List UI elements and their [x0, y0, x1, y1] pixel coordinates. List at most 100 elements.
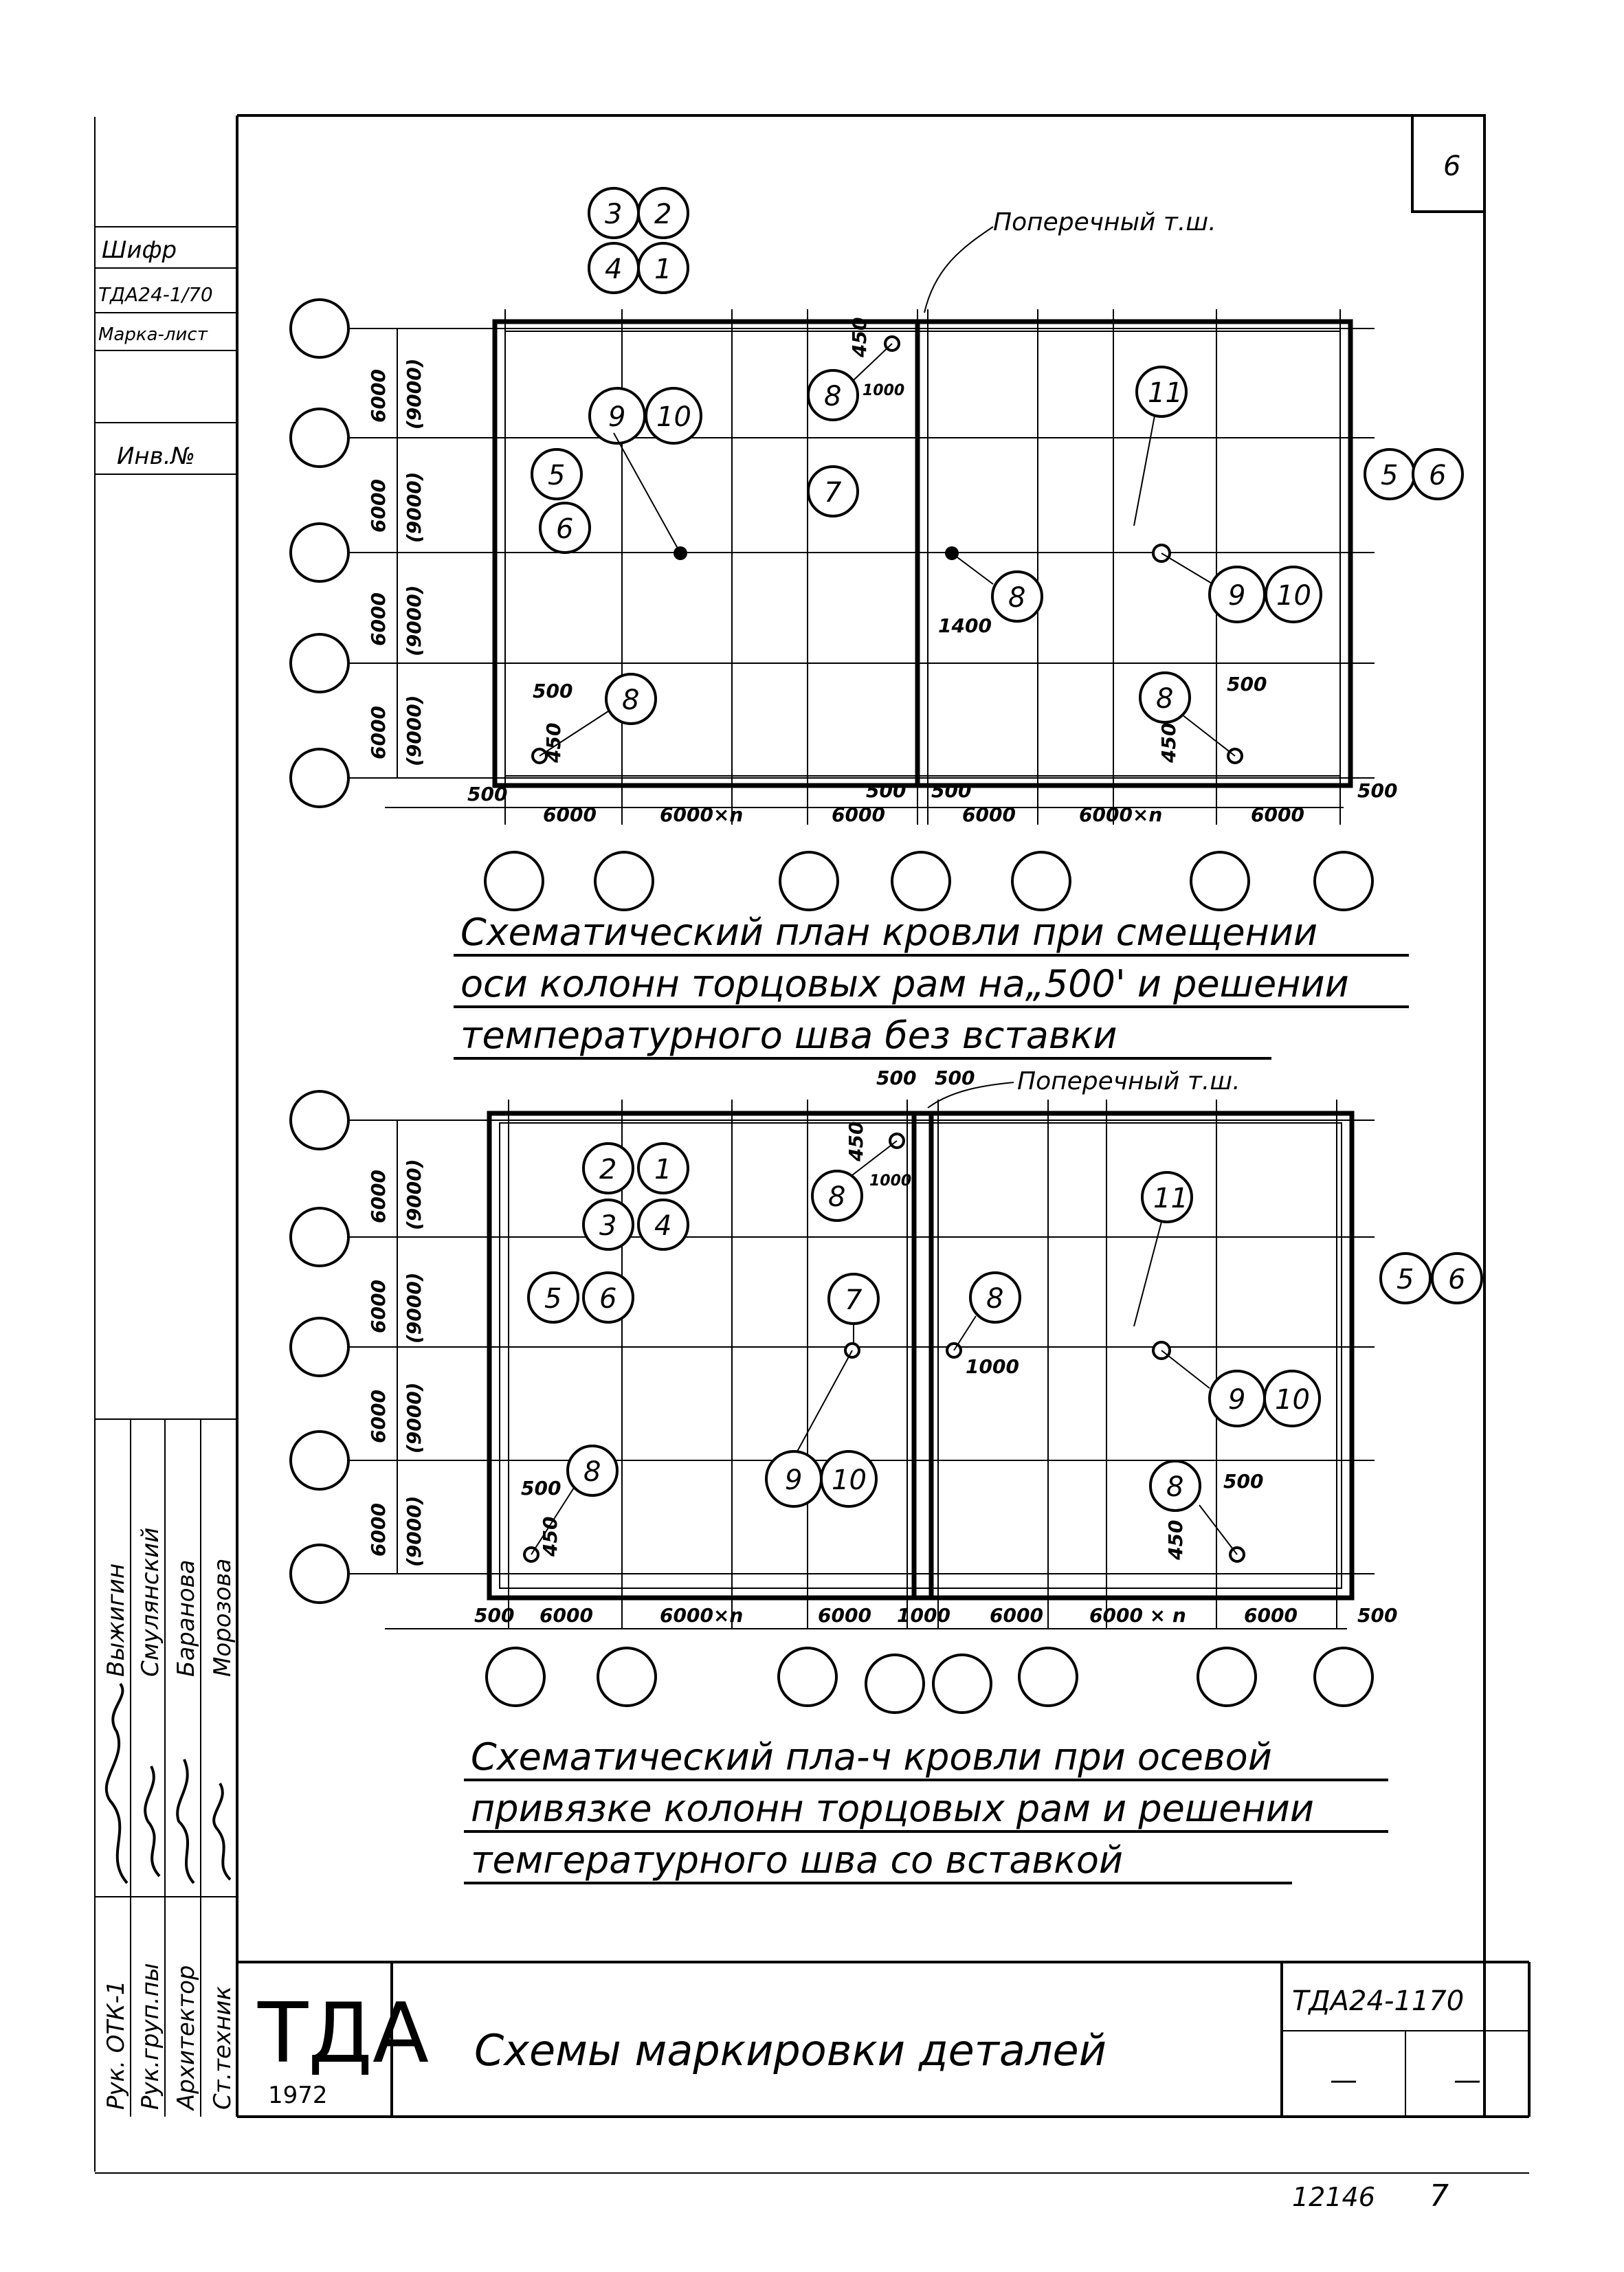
p1-offset-3: 1400	[938, 614, 992, 637]
p1-callout-3: 3	[605, 199, 622, 230]
p2-row-dim-3: 6000	[367, 1390, 390, 1443]
p2-caption-2: привязке колонн торцовых рам и решении	[471, 1787, 1314, 1830]
mark-sheet-label: Марка-лист	[98, 324, 208, 345]
p1-offset-5: 450	[542, 723, 565, 764]
p2-callout-10: 10	[832, 1464, 867, 1496]
p2-callout-6b: 6	[1448, 1264, 1465, 1295]
p1-joint-label: Поперечный т.ш.	[993, 208, 1216, 236]
p1-row-alt-2: (9000)	[403, 471, 425, 543]
p1-callout-5b: 5	[1381, 460, 1398, 491]
p2-row-dim-1: 6000	[367, 1170, 390, 1223]
p2-bottom-dim-7: 6000 × n	[1089, 1604, 1186, 1627]
p2-callout-4: 4	[654, 1210, 671, 1242]
role-3: Архитектор	[173, 1965, 200, 2111]
p1-callout-11: 11	[1148, 377, 1183, 409]
p1-callout-7: 7	[824, 477, 842, 509]
p2-bottom-dim-4: 6000	[818, 1604, 871, 1627]
p2-top-dim-1: 500	[876, 1067, 916, 1089]
p2-callout-6: 6	[599, 1283, 616, 1315]
sheet-frame: 6	[94, 114, 1529, 2174]
cipher-label: Шифр	[102, 236, 177, 264]
p2-offset-1: 450	[845, 1122, 867, 1162]
p2-callout-9: 9	[785, 1464, 802, 1496]
p1-callout-10: 10	[656, 401, 691, 433]
p1-offset-7: 450	[1157, 723, 1180, 764]
roof-plan-1: 6000 6000 6000 6000 (9000) (9000) (9000)…	[289, 187, 1464, 1060]
cipher-value: ТДА24-1/70	[98, 283, 213, 306]
sheet-number: 6	[1443, 151, 1460, 182]
left-strip: Шифр ТДА24-1/70 Марка-лист Инв.№	[95, 226, 237, 475]
p1-callout-1: 1	[654, 254, 671, 285]
sheet-code: ТДА24-1170	[1292, 1985, 1464, 2017]
p1-callout-6: 6	[556, 513, 573, 545]
p2-callout-10b: 10	[1275, 1384, 1310, 1416]
p2-callout-8c: 8	[583, 1456, 601, 1488]
p1-caption-2: оси колонн торцовых рам на„500' и решени…	[460, 962, 1349, 1005]
p2-bottom-dim-5: 1000	[897, 1604, 950, 1627]
p2-row-alt-1: (9000)	[403, 1159, 425, 1230]
name-2: Смулянский	[137, 1528, 164, 1677]
p1-callout-8b: 8	[1008, 582, 1025, 614]
p1-bottom-dim-4: 6000	[832, 803, 885, 826]
signature-1	[104, 1682, 129, 1884]
p2-callout-3: 3	[599, 1210, 616, 1242]
archive-number: 12146	[1292, 2182, 1375, 2212]
p2-callout-8a: 8	[828, 1181, 845, 1213]
p1-row-dim-3: 6000	[367, 592, 390, 646]
p2-callouts: 2 1 3 4 5 6 8 7 8 11 9 10 9 10 8 8 5 6	[527, 1142, 1483, 1512]
p2-caption-3: темгературного шва со вставкой	[471, 1838, 1123, 1882]
signature-4	[212, 1782, 232, 1881]
p1-offset-4: 500	[533, 680, 572, 702]
p2-bottom-dim-3: 6000×n	[660, 1604, 743, 1627]
p2-row-dim-4: 6000	[367, 1503, 390, 1557]
p2-offset-5: 450	[539, 1517, 561, 1557]
p2-callout-8b: 8	[986, 1283, 1003, 1315]
p1-offset-6: 500	[1227, 673, 1267, 695]
p2-bottom-dim-2: 6000	[540, 1604, 593, 1627]
sheet-number-box	[1411, 114, 1486, 213]
p1-callout-10b: 10	[1276, 580, 1311, 612]
p1-callout-2: 2	[654, 199, 671, 230]
p1-bottom-dim-7: 6000	[962, 803, 1016, 826]
title-year: 1972	[268, 2082, 328, 2109]
p1-row-alt-3: (9000)	[403, 585, 425, 656]
page-number: 7	[1430, 2179, 1449, 2214]
p1-bottom-dim-2: 6000	[543, 803, 597, 826]
p1-bottom-dim-10: 500	[1357, 779, 1397, 802]
p1-bottom-dim-3: 6000×n	[660, 803, 743, 826]
p1-row-dim-4: 6000	[367, 706, 390, 759]
p2-bottom-dim-1: 500	[474, 1604, 514, 1627]
p2-callout-5b: 5	[1397, 1264, 1414, 1295]
p1-bottom-dim-5: 500	[866, 779, 906, 802]
p2-joint-label: Поперечный т.ш.	[1017, 1067, 1241, 1095]
cell-a: —	[1330, 2064, 1357, 2096]
p1-callout-8c: 8	[622, 684, 639, 716]
p2-row-alt-3: (9000)	[403, 1382, 425, 1454]
p2-callout-1: 1	[654, 1154, 671, 1185]
inv-label: Инв.№	[117, 443, 195, 470]
role-4: Ст.техник	[209, 1985, 236, 2110]
p1-bottom-dim-9: 6000	[1251, 803, 1304, 826]
p2-row-alt-4: (9000)	[403, 1495, 425, 1567]
signature-block: Рук. ОТК-1 Рук.груп.пы Архитектор Ст.тех…	[95, 1418, 237, 2117]
p1-offset-1: 450	[848, 318, 871, 358]
p1-callout-8a: 8	[824, 381, 841, 412]
role-1: Рук. ОТК-1	[102, 1981, 130, 2110]
p2-callout-9b: 9	[1228, 1384, 1245, 1416]
p1-callouts: 3 2 4 1 9 10 5 6 8 7 8 11 9 10 5 6 8 8	[531, 187, 1464, 725]
p2-callout-5: 5	[544, 1283, 561, 1315]
p1-row-alt-4: (9000)	[403, 695, 425, 766]
p1-callout-9: 9	[608, 401, 625, 433]
signature-3	[176, 1759, 195, 1884]
p1-callout-6b: 6	[1429, 460, 1446, 491]
p1-caption-1: Схематический план кровли при смещении	[460, 911, 1317, 954]
sheet-title: Схемы маркировки деталей	[474, 2025, 1106, 2075]
p1-callout-4: 4	[605, 254, 622, 285]
p1-bottom-dim-8: 6000×n	[1079, 803, 1162, 826]
p1-offset-2: 1000	[863, 382, 904, 399]
p2-offset-2: 1000	[869, 1172, 911, 1190]
p2-row-dim-2: 6000	[367, 1280, 390, 1333]
p1-caption-3: температурного шва без вставки	[460, 1014, 1117, 1057]
p2-top-dim-2: 500	[935, 1067, 975, 1089]
name-3: Баранова	[173, 1560, 200, 1677]
